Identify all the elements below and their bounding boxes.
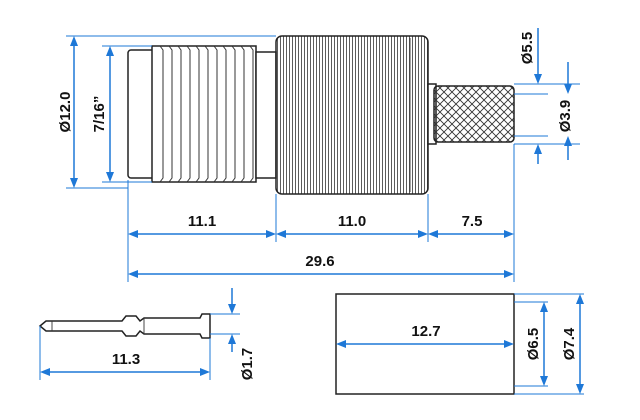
dim-overall-length: 29.6 [128, 253, 514, 278]
thread-ridge [249, 45, 254, 183]
thread-ridge [159, 45, 164, 183]
threaded-section [151, 45, 257, 183]
neck [255, 51, 277, 179]
thread-ridge [213, 45, 218, 183]
thread-ridge [195, 45, 200, 183]
label-overall-length: 29.6 [305, 253, 334, 270]
label-coupling-length: 11.0 [338, 213, 366, 230]
dim-outer-diameter: Ø5.5 [519, 28, 542, 164]
connector-body [127, 35, 515, 195]
thread-ridge [177, 45, 182, 183]
label-outer-diameter: Ø5.5 [519, 32, 536, 65]
label-crimp-length: 7.5 [462, 213, 483, 230]
label-ferrule-inner-diameter: Ø6.5 [525, 328, 542, 361]
label-ferrule-length: 12.7 [411, 323, 440, 340]
dim-thread-size: 7/16” [91, 46, 114, 182]
dim-coupling-length: 11.0 [276, 213, 428, 238]
thread-ridge [231, 45, 236, 183]
dim-pin-length: 11.3 [40, 351, 210, 376]
thread-ridge [186, 45, 191, 183]
dim-ferrule-inner-diameter: Ø6.5 [525, 302, 548, 386]
label-pin-diameter: Ø1.7 [239, 348, 256, 381]
label-body-diameter: Ø12.0 [57, 92, 74, 133]
dim-ferrule-length: 12.7 [336, 323, 514, 348]
thread-ridge [222, 45, 227, 183]
extension-lines [66, 35, 580, 282]
thread-ridge [240, 45, 245, 183]
dim-body-diameter: Ø12.0 [57, 36, 78, 188]
thread-ridge [168, 45, 173, 183]
label-thread-length: 11.1 [188, 213, 216, 230]
label-ferrule-outer-diameter: Ø7.4 [561, 327, 578, 360]
dim-thread-length: 11.1 [128, 213, 276, 238]
center-pin [38, 313, 240, 380]
coupling-nut [275, 35, 429, 195]
label-crimp-diameter: Ø3.9 [557, 100, 574, 133]
label-pin-length: 11.3 [112, 351, 140, 368]
label-thread-size: 7/16” [91, 96, 108, 133]
dim-crimp-length: 7.5 [428, 213, 514, 238]
crimp-sleeve [433, 85, 515, 143]
dim-crimp-diameter: Ø3.9 [557, 62, 574, 160]
dim-ferrule-outer-diameter: Ø7.4 [561, 294, 584, 394]
dim-pin-diameter: Ø1.7 [228, 288, 256, 380]
thread-ridge [204, 45, 209, 183]
